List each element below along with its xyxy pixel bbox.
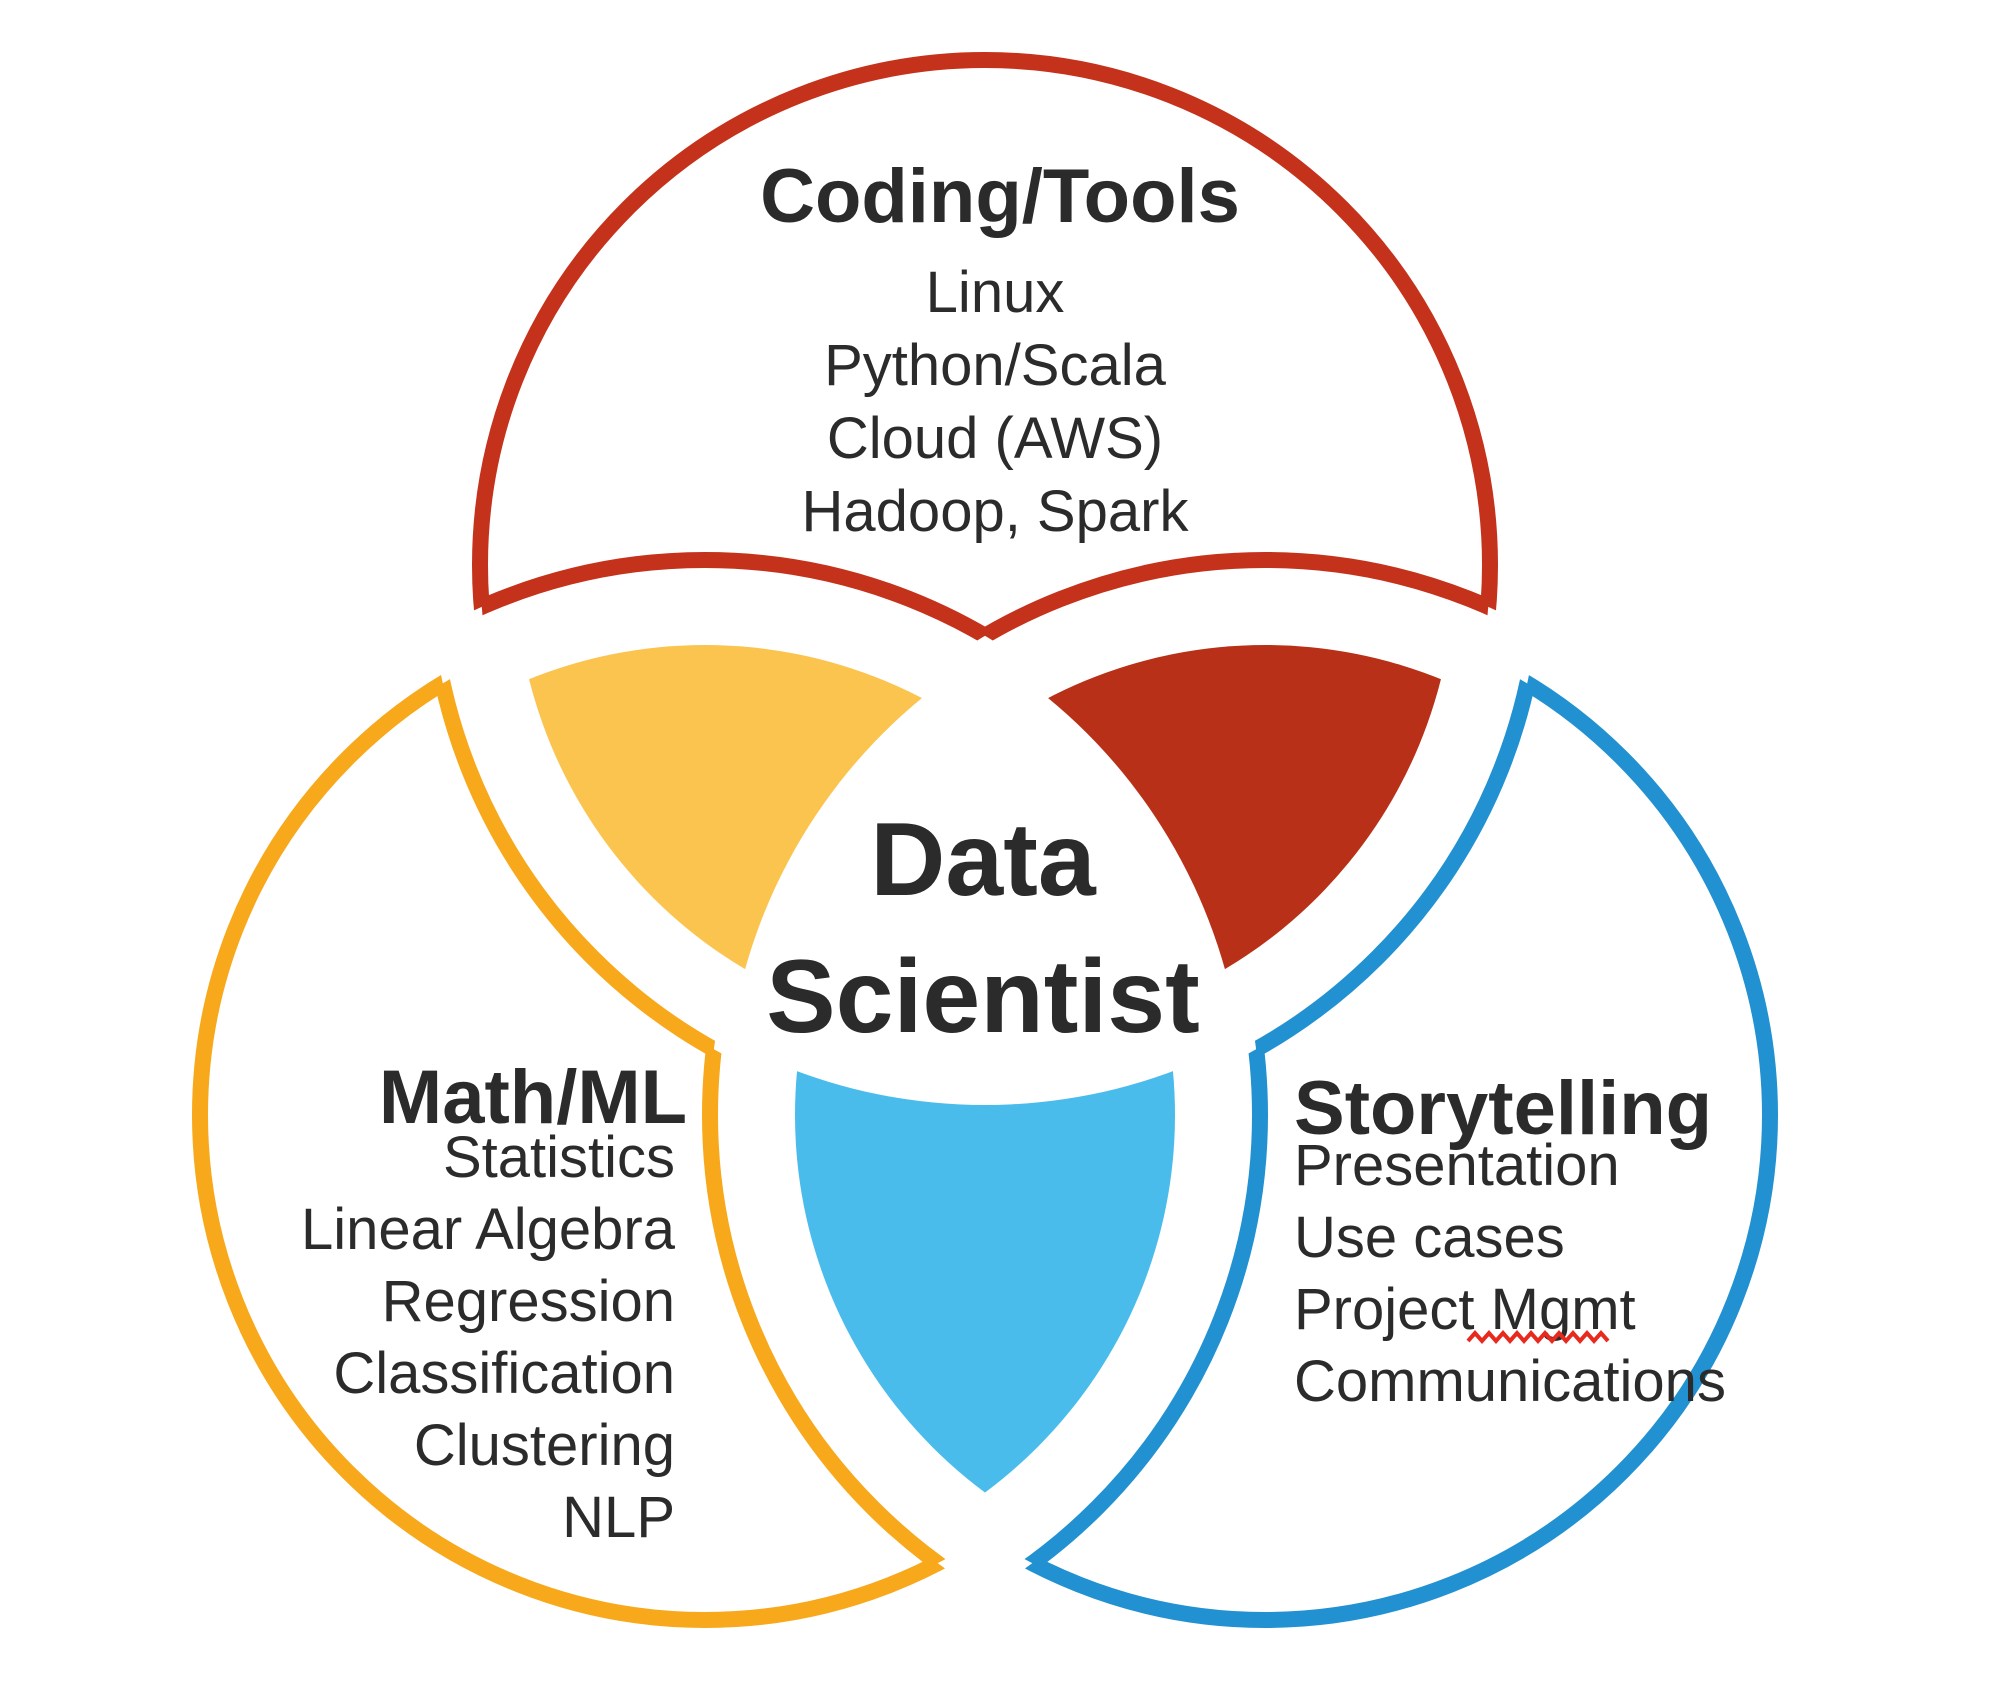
- coding-item: Hadoop, Spark: [802, 479, 1190, 544]
- storytelling-circle-outline: [142, 2, 1778, 1678]
- math-item: Linear Algebra: [301, 1197, 676, 1262]
- coding-title: Coding/Tools: [760, 154, 1240, 239]
- spellcheck-underline: [1466, 1329, 1610, 1345]
- math-item: Clustering: [414, 1413, 675, 1478]
- coding-section: Coding/Tools Linux Python/Scala Cloud (A…: [760, 154, 1240, 544]
- center-label-line1: Data: [870, 802, 1097, 918]
- storytelling-inner-arc-top: [422, 2, 1548, 1128]
- math-inner-arc-right: [702, 552, 1828, 1678]
- math-item: Classification: [333, 1341, 675, 1406]
- overlap-petals: [235, 95, 1455, 1585]
- math-title: Math/ML: [379, 1055, 687, 1140]
- math-section: Math/ML Statistics Linear Algebra Regres…: [301, 1055, 687, 1550]
- coding-outer-arc: [472, 52, 1498, 1078]
- storytelling-item: Use cases: [1294, 1205, 1565, 1270]
- coding-item: Cloud (AWS): [827, 406, 1163, 471]
- center-label: Data Scientist: [766, 802, 1199, 1055]
- storytelling-outer-arc: [752, 602, 1778, 1628]
- storytelling-item: Presentation: [1294, 1133, 1620, 1198]
- math-item: Statistics: [443, 1125, 675, 1190]
- storytelling-title: Storytelling: [1294, 1066, 1712, 1151]
- storytelling-inner-arc-left: [142, 552, 1268, 1678]
- storytelling-item: Project Mgmt: [1294, 1277, 1636, 1342]
- math-item: Regression: [382, 1269, 675, 1334]
- math-item: NLP: [562, 1485, 675, 1550]
- storytelling-section: Storytelling Presentation Use cases Proj…: [1294, 1066, 1726, 1414]
- storytelling-item: Communications: [1294, 1349, 1726, 1414]
- coding-item: Linux: [926, 260, 1065, 325]
- math-outer-arc: [192, 602, 1218, 1628]
- center-label-line2: Scientist: [766, 939, 1199, 1055]
- coding-item: Python/Scala: [824, 333, 1167, 398]
